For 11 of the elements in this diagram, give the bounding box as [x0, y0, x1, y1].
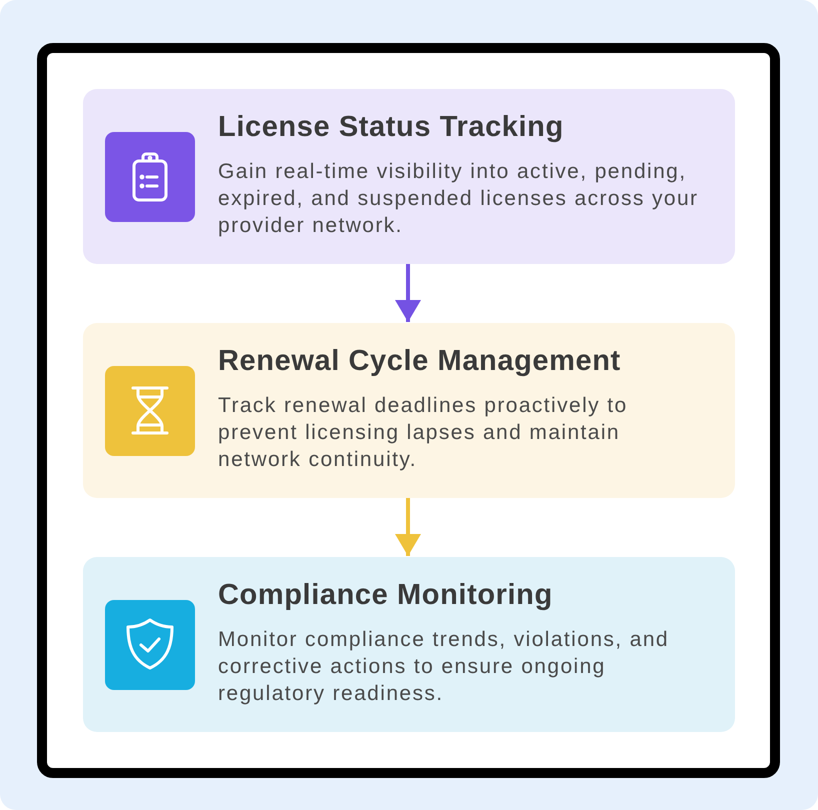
step-description: Monitor compliance trends, violations, and corrective actions to ensure ongoing regulatory readiness. — [218, 627, 670, 707]
arrow — [395, 498, 421, 556]
arrow — [395, 264, 421, 322]
step-title: Renewal Cycle Management — [218, 344, 622, 378]
step-card — [83, 557, 735, 732]
step-title: Compliance Monitoring — [218, 578, 554, 612]
step-title: License Status Tracking — [218, 110, 565, 144]
step-description: Track renewal deadlines proactively to prevent licensing lapses and maintain network continuity. — [218, 393, 629, 473]
step-description: Gain real-time visibility into active, pending, expired, and suspended licenses across your provider network. — [218, 159, 700, 239]
step-card — [83, 89, 735, 264]
step-card — [83, 323, 735, 498]
